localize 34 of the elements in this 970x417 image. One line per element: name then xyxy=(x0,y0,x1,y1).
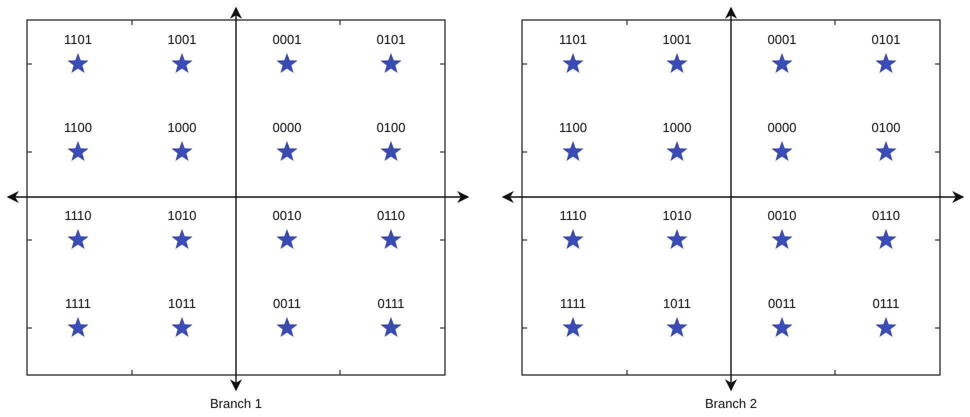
bit-label: 0101 xyxy=(872,33,900,47)
bit-label: 0101 xyxy=(376,33,406,47)
bit-label: 0001 xyxy=(768,33,796,47)
bit-label: 1010 xyxy=(662,209,692,223)
bit-label: 0000 xyxy=(768,121,796,135)
bit-label: 0100 xyxy=(376,121,406,135)
bit-label: 1100 xyxy=(559,121,587,135)
bit-label: 1000 xyxy=(662,121,692,135)
bit-label: 0011 xyxy=(768,297,796,311)
panel-caption: Branch 1 xyxy=(210,397,262,411)
bit-label: 1110 xyxy=(64,209,92,223)
bit-label: 1110 xyxy=(560,209,586,223)
bit-label: 1111 xyxy=(560,297,586,311)
bit-label: 1000 xyxy=(168,121,196,135)
bit-label: 0010 xyxy=(768,209,796,223)
bit-label: 0111 xyxy=(872,297,900,311)
bit-label: 0000 xyxy=(272,121,302,135)
bit-label: 1011 xyxy=(168,297,196,311)
bit-label: 0011 xyxy=(273,297,301,311)
bit-label: 1011 xyxy=(663,297,691,311)
bit-label: 0010 xyxy=(272,209,302,223)
bit-label: 1101 xyxy=(64,33,92,47)
panel-caption: Branch 2 xyxy=(704,397,758,411)
bit-label: 1101 xyxy=(559,33,587,47)
bit-label: 0110 xyxy=(377,209,405,223)
bit-label: 0111 xyxy=(378,297,404,311)
bit-label: 1111 xyxy=(64,297,92,311)
bit-label: 1010 xyxy=(168,209,196,223)
bit-label: 0100 xyxy=(872,121,900,135)
bit-label: 0001 xyxy=(272,33,302,47)
bit-label: 1001 xyxy=(168,33,196,47)
bit-label: 0110 xyxy=(872,209,900,223)
bit-label: 1100 xyxy=(64,121,92,135)
bit-label: 1001 xyxy=(662,33,692,47)
